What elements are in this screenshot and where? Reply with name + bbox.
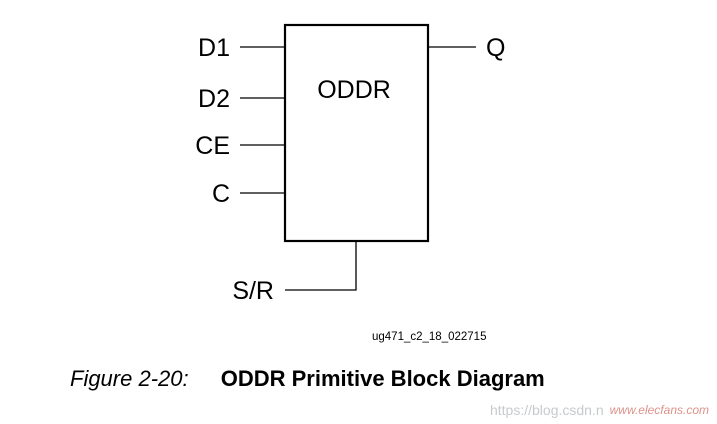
d2-pin-label: D2 (198, 85, 230, 113)
reference-code: ug471_c2_18_022715 (372, 331, 486, 343)
sr-pin-label: S/R (232, 277, 274, 305)
watermark: https://blog.csdn.n www.elecfans.com (490, 402, 709, 418)
c-pin-label: C (212, 180, 230, 208)
ce-pin-label: CE (195, 132, 230, 160)
sr-wire (285, 241, 357, 291)
d1-pin-label: D1 (198, 34, 230, 62)
block-label: ODDR (317, 76, 391, 104)
figure-caption: Figure 2-20: ODDR Primitive Block Diagra… (70, 366, 545, 392)
watermark-url: https://blog.csdn.n (489, 402, 604, 418)
figure-title: ODDR Primitive Block Diagram (220, 366, 545, 391)
figure-number: Figure 2-20: (70, 366, 189, 391)
oddr-block (283, 23, 430, 243)
watermark-site: www.elecfans.com (609, 403, 709, 417)
q-pin-label: Q (486, 34, 505, 62)
